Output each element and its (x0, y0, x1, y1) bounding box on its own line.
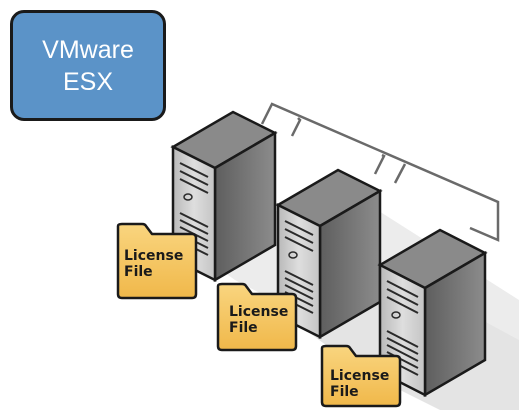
folder-icon (116, 222, 198, 300)
license-file-label-line2: File (330, 384, 359, 400)
vmware-esx-line2: ESX (62, 67, 114, 96)
license-file-label-line2: File (229, 320, 258, 336)
license-file-label: License File (330, 368, 389, 400)
license-file-label-line1: License (229, 304, 289, 320)
vmware-esx-box: VMware ESX (10, 10, 166, 121)
license-file-label: License File (229, 304, 288, 336)
vmware-esx-line1: VMware (42, 35, 134, 64)
folder-icon (320, 344, 402, 408)
license-file-label: License File (124, 248, 183, 280)
folder-icon (216, 282, 298, 352)
license-file-label-line1: License (124, 248, 184, 264)
network-connector (260, 102, 500, 242)
license-file-label-line2: File (124, 264, 153, 280)
license-file-label-line1: License (330, 368, 390, 384)
